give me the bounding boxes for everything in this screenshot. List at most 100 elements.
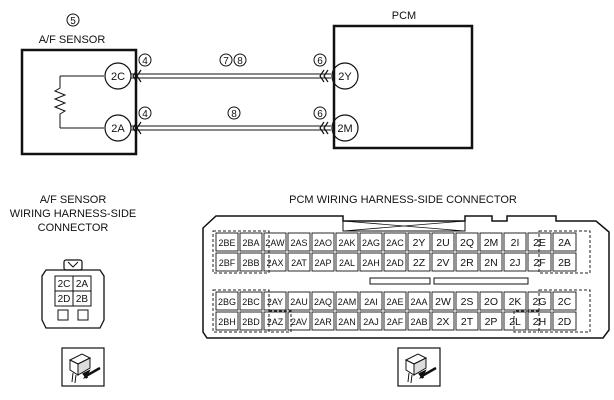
pcm-pin-2w: 2W <box>435 296 451 308</box>
pcm-pin-cell <box>335 291 359 311</box>
pcm-pin-cell <box>407 232 431 252</box>
pcm-pin-cell <box>503 291 527 311</box>
pcm-pin-cell <box>407 252 431 272</box>
pcm-pin-cell <box>215 252 239 272</box>
pcm-pin-cell <box>239 291 263 311</box>
pcm-pin-2au: 2AU <box>290 297 308 307</box>
pcm-pin-2aa: 2AA <box>410 297 427 307</box>
pcm-pin-cell <box>455 252 479 272</box>
pcm-pin-2j: 2J <box>509 257 520 269</box>
wire-ref-circle <box>138 53 152 67</box>
wire-ref-mid-top-b: 8 <box>237 56 243 67</box>
pcm-pin-2b: 2B <box>558 257 571 269</box>
pcm-pin-cell <box>455 291 479 311</box>
af-sensor-ref: 5 <box>70 16 76 27</box>
pcm-terminal-2m-label: 2M <box>337 123 352 135</box>
pcm-pin-2ag: 2AG <box>362 238 380 248</box>
pcm-pin-2r: 2R <box>460 257 474 269</box>
pcm-pin-cell <box>287 252 311 272</box>
pcm-pin-2i: 2I <box>511 237 520 249</box>
pcm-pin-cell <box>552 252 577 272</box>
pcm-pin-2y: 2Y <box>413 237 426 249</box>
af-sensor-title: A/F SENSOR <box>39 34 106 46</box>
pcm-connector-slot <box>369 277 431 285</box>
pcm-pin-cell <box>359 252 383 272</box>
connector-view-icon <box>61 347 105 387</box>
pcm-terminal-2y-label: 2Y <box>338 71 352 83</box>
pcm-terminal-2y <box>331 62 359 90</box>
pcm-pin-cell <box>431 252 455 272</box>
pcm-pin-2ad: 2AD <box>386 258 404 268</box>
pcm-pin-2am: 2AM <box>338 297 357 307</box>
pcm-pin-2g: 2G <box>532 296 546 308</box>
pcm-pin-cell <box>287 291 311 311</box>
pcm-pin-2ao: 2AO <box>314 238 332 248</box>
af-pin-2a: 2A <box>76 279 89 290</box>
pcm-pin-2p: 2P <box>485 316 498 328</box>
pcm-pin-cell <box>335 311 359 331</box>
af-terminal-2c-label: 2C <box>111 71 125 83</box>
pcm-pin-2ap: 2AP <box>314 258 331 268</box>
pcm-pin-2bd: 2BD <box>242 317 260 327</box>
pcm-pin-cell <box>479 252 503 272</box>
pcm-pin-cell <box>359 311 383 331</box>
pcm-connector-slot <box>433 277 529 285</box>
af-terminal-2c <box>104 62 132 90</box>
pcm-pin-2ba: 2BA <box>242 238 259 248</box>
af-connector-body <box>41 269 105 329</box>
pcm-pin-2ay: 2AY <box>267 297 283 307</box>
pcm-pin-2ak: 2AK <box>338 238 355 248</box>
pcm-pin-2be: 2BE <box>218 238 235 248</box>
pcm-pin-cell <box>215 291 239 311</box>
connector-chevron <box>132 69 138 83</box>
af-terminal-2a <box>104 114 132 142</box>
pcm-pin-cell <box>359 291 383 311</box>
pcm-pin-cell <box>311 291 335 311</box>
pcm-pin-2ai: 2AI <box>364 297 378 307</box>
pcm-pin-2s: 2S <box>461 296 474 308</box>
pcm-pin-cell <box>431 291 455 311</box>
pcm-pin-cell <box>287 311 311 331</box>
pcm-pin-cell <box>383 311 407 331</box>
pcm-pin-2ac: 2AC <box>386 238 404 248</box>
pcm-pin-2an: 2AN <box>338 317 356 327</box>
pcm-pin-cell <box>431 232 455 252</box>
pcm-box <box>332 24 474 150</box>
pcm-pin-2z: 2Z <box>413 257 426 269</box>
af-connector-title-line-1: A/F SENSOR <box>40 194 107 206</box>
pcm-pin-cell <box>503 252 527 272</box>
af-connector-title-line-3: CONNECTOR <box>38 222 109 234</box>
af-connector-section: A/F SENSOR WIRING HARNESS-SIDE CONNECTOR… <box>10 194 136 329</box>
pcm-pin-2as: 2AS <box>290 238 307 248</box>
pcm-pin-cell <box>407 291 431 311</box>
pcm-pin-cell <box>287 232 311 252</box>
pcm-pin-cell <box>215 311 239 331</box>
pcm-pin-2bc: 2BC <box>242 297 260 307</box>
pcm-pin-2al: 2AL <box>339 258 355 268</box>
pcm-terminal-2m <box>331 114 359 142</box>
pcm-pin-cell <box>503 232 527 252</box>
pcm-pin-2af: 2AF <box>387 317 404 327</box>
pcm-pin-2q: 2Q <box>460 237 474 249</box>
pcm-pin-2d: 2D <box>558 316 572 328</box>
connector-chevron <box>319 121 325 135</box>
pcm-pin-cell <box>383 291 407 311</box>
connector-chevron <box>136 69 142 83</box>
pcm-pin-cell <box>311 252 335 272</box>
af-sensor-ref-circle <box>66 13 80 27</box>
pcm-pin-cell <box>239 232 263 252</box>
connector-chevron <box>132 121 138 135</box>
wire-ref-circle <box>233 53 247 67</box>
pcm-pin-2ar: 2AR <box>314 317 332 327</box>
pcm-pin-cell <box>455 311 479 331</box>
pcm-pin-cell <box>503 311 527 331</box>
connector-chevron <box>136 121 142 135</box>
wire-ref-circle <box>313 106 327 120</box>
pcm-pin-cell <box>479 291 503 311</box>
pcm-pin-2a: 2A <box>558 237 571 249</box>
resistor-symbol <box>53 76 67 128</box>
